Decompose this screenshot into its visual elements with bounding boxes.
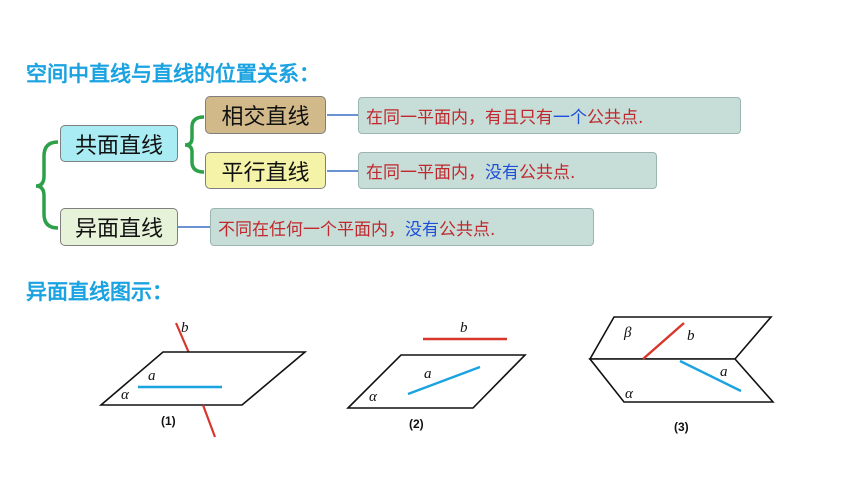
fig3-plane-beta [588,316,773,360]
heading-relation: 空间中直线与直线的位置关系： [26,62,320,86]
skew-desc-highlight: 没有 [405,219,439,240]
fig2-label-alpha: α [369,389,378,405]
fig2-label-a: a [424,366,432,382]
fig2-caption: (2) [409,417,424,431]
fig2-plane [346,354,527,409]
fig1-line-b-lower [201,404,217,438]
skew-desc-part3: 公共点. [439,219,496,240]
fig1-label-b: b [181,320,189,336]
parallel-desc-highlight: 没有 [485,163,519,183]
figure-1: b a α (1) [98,320,308,438]
figure-2: b a α (2) [346,320,527,431]
fig2-line-a [407,365,481,396]
fig3-label-a: a [720,364,728,380]
parallel-desc-part1: 在同一平面内， [366,163,485,183]
fig1-caption: (1) [161,414,176,428]
intersecting-lines-box: 相交直线 [205,96,326,134]
fig1-label-alpha: α [121,387,130,403]
fig3-label-b: b [687,328,695,344]
fig1-plane [98,351,308,406]
fig1-line-b-upper [174,322,191,354]
parallel-lines-box: 平行直线 [205,152,326,189]
intersecting-desc-part1: 在同一平面内，有且只有 [366,108,553,128]
intersecting-desc-part3: 公共点. [587,108,644,128]
coplanar-lines-box: 共面直线 [60,125,178,162]
fig3-plane-alpha [588,358,775,403]
parallel-desc-part3: 公共点. [519,163,576,183]
parallel-description: 在同一平面内，没有公共点. [358,152,657,189]
skew-desc-part1: 不同在任何一个平面内， [218,219,405,240]
fig3-label-beta: β [623,325,632,341]
fig3-caption: (3) [674,420,689,434]
heading-figures: 异面直线图示： [26,280,173,304]
fig1-label-a: a [148,368,156,384]
fig2-label-b: b [460,320,468,336]
inner-brace [184,115,205,174]
figure-3: β b a α (3) [588,316,775,434]
intersecting-desc-highlight: 一个 [553,108,587,128]
outer-brace [35,140,59,230]
skew-description: 不同在任何一个平面内，没有公共点. [210,208,594,246]
skew-lines-box: 异面直线 [60,208,178,246]
fig3-line-a [679,359,742,393]
intersecting-description: 在同一平面内，有且只有一个公共点. [358,97,741,134]
fig3-label-alpha: α [625,386,634,402]
fig3-line-b [642,322,685,360]
